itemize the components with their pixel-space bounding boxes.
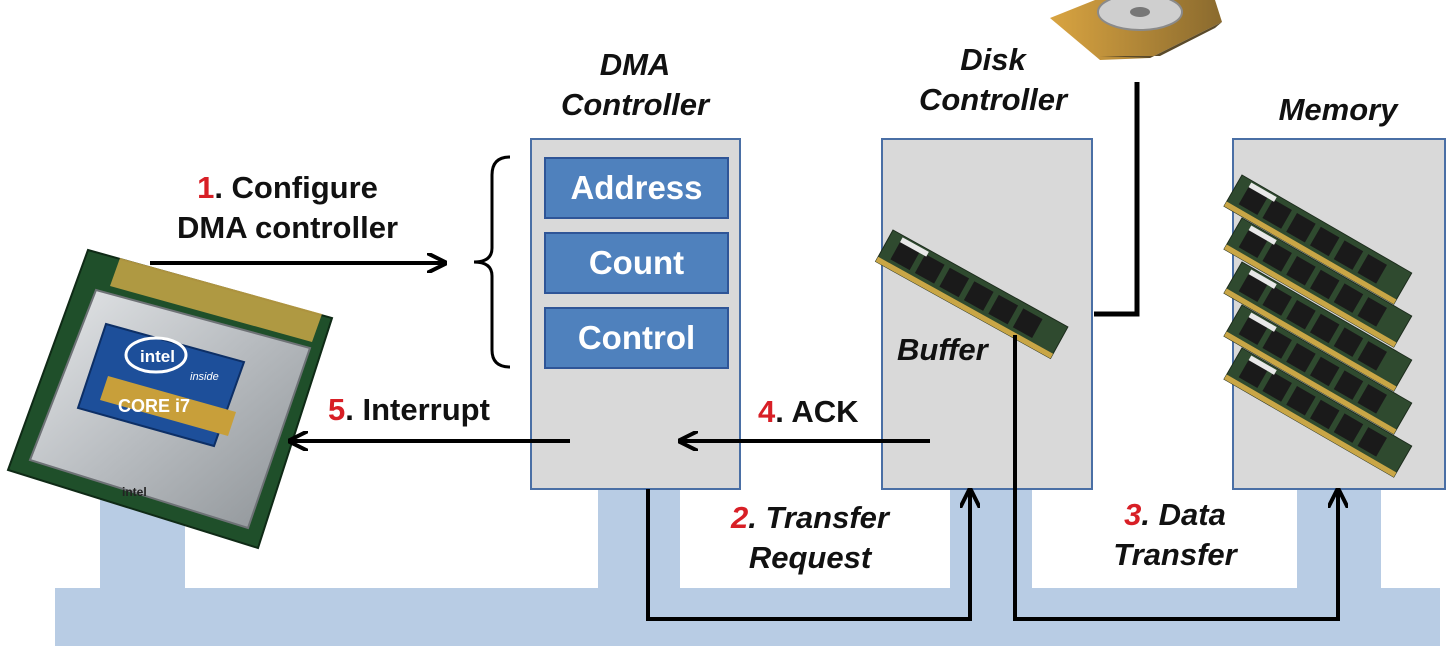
data-transfer-arrow: [1013, 335, 1338, 621]
disk-controller-title: Disk Controller: [893, 40, 1093, 121]
cpu-image: intel inside CORE i7 intel: [6, 248, 334, 550]
hard-disk-image: [1050, 0, 1222, 60]
step-4-number: 4: [758, 394, 776, 429]
step-1-label: 1. Configure DMA controller: [150, 168, 425, 249]
memory-title: Memory: [1278, 92, 1398, 127]
step-5-number: 5: [328, 392, 346, 427]
step-2-text-line2: Request: [748, 540, 872, 576]
step-4-text: . ACK: [775, 394, 859, 429]
address-register: Address: [544, 157, 729, 219]
dma-controller-title: DMA Controller: [535, 45, 735, 126]
disk-connection-line: [1094, 82, 1140, 317]
step-5-label: 5. Interrupt: [328, 390, 490, 430]
disk-title-line1: Disk: [960, 42, 1026, 77]
step-1-text-line2: DMA controller: [176, 210, 399, 246]
svg-text:inside: inside: [190, 371, 219, 383]
step-1-text: . Configure: [214, 170, 378, 205]
step-5-text: . Interrupt: [345, 392, 490, 427]
dma-title-line2: Controller: [560, 87, 710, 123]
step-4-label: 4. ACK: [758, 392, 859, 432]
count-register: Count: [544, 232, 729, 294]
disk-title-line2: Controller: [918, 82, 1068, 118]
transfer-request-arrow: [646, 489, 970, 621]
register-brace: [473, 155, 511, 369]
buffer-label: Buffer: [897, 332, 988, 367]
step-3-text-line2: Transfer: [1113, 537, 1237, 573]
step-3-label: 3. Data Transfer: [1075, 495, 1275, 576]
step-3-number: 3: [1124, 497, 1142, 532]
svg-text:CORE i7: CORE i7: [118, 396, 190, 416]
step-2-number: 2: [731, 500, 749, 535]
svg-text:intel: intel: [140, 347, 175, 366]
control-register: Control: [544, 307, 729, 369]
dma-title-line1: DMA: [599, 47, 671, 82]
step-2-label: 2. Transfer Request: [700, 498, 920, 579]
step-3-text: . Data: [1141, 497, 1226, 532]
step-2-text: . Transfer: [748, 500, 889, 535]
svg-text:intel: intel: [122, 485, 147, 499]
step-1-number: 1: [197, 170, 215, 205]
